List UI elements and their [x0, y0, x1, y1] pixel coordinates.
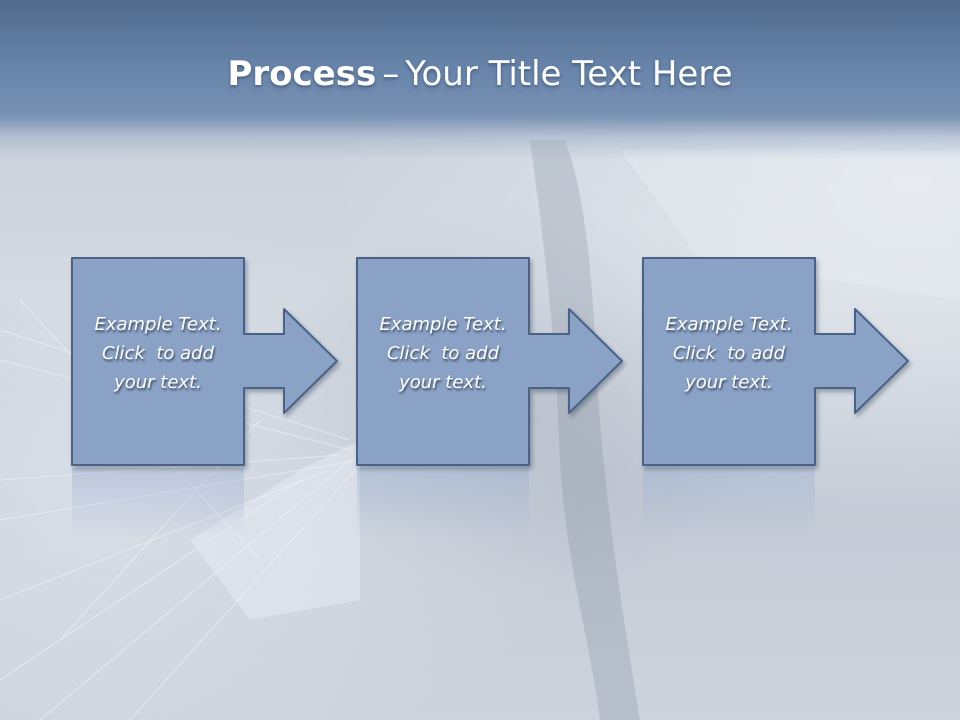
step-3-reflection	[643, 468, 815, 538]
step-3-arrow-box[interactable]	[642, 257, 909, 466]
step-3-line-3: your text.	[685, 372, 773, 393]
step-3-line-1: Example Text.	[665, 314, 793, 335]
step-1-line-1: Example Text.	[94, 314, 222, 335]
step-2-arrow-box[interactable]	[356, 257, 623, 466]
slide-title[interactable]: Process–Your Title Text Here	[0, 52, 960, 96]
step-1-reflection	[72, 468, 244, 538]
step-1-arrow-box[interactable]	[71, 257, 338, 466]
step-1-text[interactable]: Example Text. Click to add your text.	[72, 310, 244, 397]
step-2-line-1: Example Text.	[379, 314, 507, 335]
step-1-line-2: Click to add	[101, 343, 214, 364]
step-2-text[interactable]: Example Text. Click to add your text.	[357, 310, 529, 397]
step-2-reflection	[357, 468, 529, 538]
step-2-line-3: your text.	[399, 372, 487, 393]
title-rest: Your Title Text Here	[405, 54, 733, 94]
title-bold: Process	[227, 54, 377, 94]
step-2-line-2: Click to add	[386, 343, 499, 364]
step-1-line-3: your text.	[114, 372, 202, 393]
title-band	[0, 0, 960, 160]
title-dash: –	[382, 54, 400, 94]
step-3-line-2: Click to add	[672, 343, 785, 364]
step-3-text[interactable]: Example Text. Click to add your text.	[643, 310, 815, 397]
